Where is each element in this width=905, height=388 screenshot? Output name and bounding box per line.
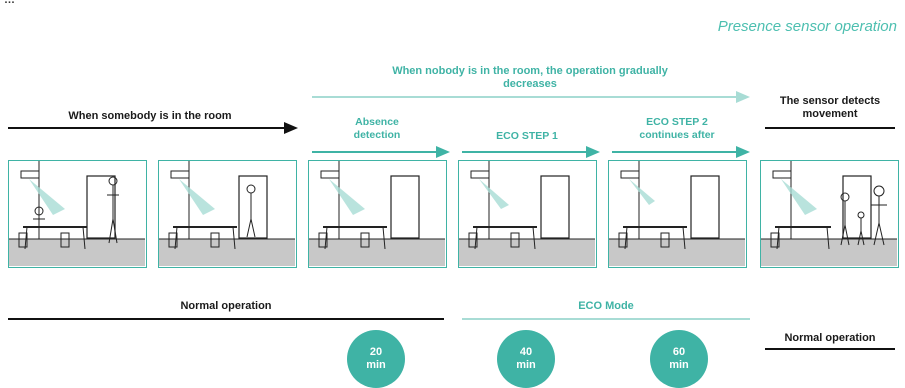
- airflow-icon: [479, 179, 509, 209]
- airflow-icon: [629, 179, 655, 205]
- normal-operation-left-label: Normal operation: [180, 300, 272, 312]
- room-panel-empty-absence: [308, 160, 447, 268]
- sensor-detects-line: [765, 127, 895, 129]
- eco-step-1-label: ECO STEP 1: [496, 130, 558, 142]
- nobody-label: When nobody is in the room, the operatio…: [392, 65, 668, 90]
- room-panel-empty-eco1: [458, 160, 597, 268]
- person-return-icon: [840, 192, 850, 202]
- eco-step-2-label: ECO STEP 2 continues after: [639, 116, 715, 141]
- eco-mode-label: ECO Mode: [578, 300, 634, 312]
- room-panel-empty-eco2: [608, 160, 747, 268]
- normal-operation-right-line: [765, 348, 895, 350]
- room-panel-occupied-seated: [8, 160, 147, 268]
- absence-arrow: [312, 146, 450, 158]
- page-title: …: [4, 0, 15, 6]
- diagram-subtitle: Presence sensor operation: [717, 18, 897, 35]
- airflow-icon: [179, 179, 215, 215]
- eco-mode-line: [462, 318, 750, 320]
- absence-detection-label: Absence detection: [353, 116, 401, 141]
- room-panel-return: [760, 160, 899, 268]
- normal-operation-right-label: Normal operation: [784, 332, 876, 344]
- airflow-icon: [329, 179, 365, 215]
- sensor-detects-label: The sensor detects movement: [779, 95, 881, 120]
- eco-step-2-arrow: [612, 146, 750, 158]
- room-panel-leaving: [158, 160, 297, 268]
- somebody-label: When somebody is in the room: [68, 110, 232, 122]
- normal-operation-left-line: [8, 318, 444, 320]
- somebody-arrow: [8, 122, 298, 134]
- eco-step-1-arrow: [462, 146, 600, 158]
- person-standing-icon: [108, 176, 118, 186]
- airflow-icon: [781, 179, 817, 215]
- gradual-decrease-arrow: [312, 91, 750, 103]
- airflow-icon: [29, 179, 65, 215]
